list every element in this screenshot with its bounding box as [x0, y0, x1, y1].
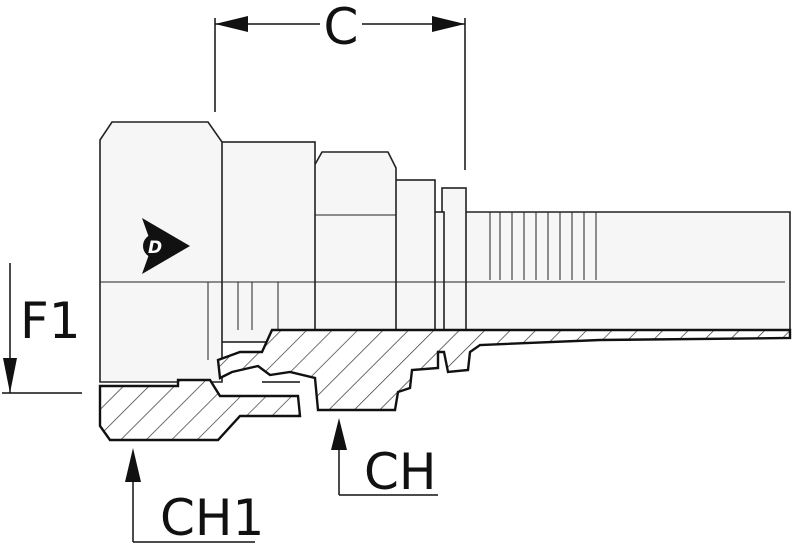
dimension-ch1-label: CH1	[160, 489, 264, 547]
dimension-ch: CH	[331, 418, 438, 501]
dimension-ch-label: CH	[364, 443, 437, 501]
dimension-c: C	[214, 0, 466, 170]
logo-letter: D	[148, 238, 162, 258]
brand-logo: D	[142, 218, 190, 274]
hose-tail	[464, 211, 791, 341]
body-hex	[312, 151, 397, 346]
hose-tail-serrations	[489, 212, 597, 280]
shoulder	[394, 179, 436, 341]
arrowhead-left	[215, 16, 248, 32]
sleeve	[219, 141, 316, 343]
cross-section	[98, 328, 792, 442]
ch1-arrowhead	[125, 448, 141, 482]
dimension-f1: F1	[2, 263, 82, 394]
dimension-c-label: C	[324, 0, 359, 56]
ch-arrowhead	[331, 418, 347, 450]
dimension-ch1: CH1	[125, 448, 264, 547]
nut-section	[98, 378, 302, 442]
f1-arrowhead	[3, 358, 17, 393]
collar	[441, 187, 467, 339]
body-section	[216, 328, 792, 412]
dimension-f1-label: F1	[20, 292, 81, 350]
arrowhead-right	[432, 16, 465, 32]
